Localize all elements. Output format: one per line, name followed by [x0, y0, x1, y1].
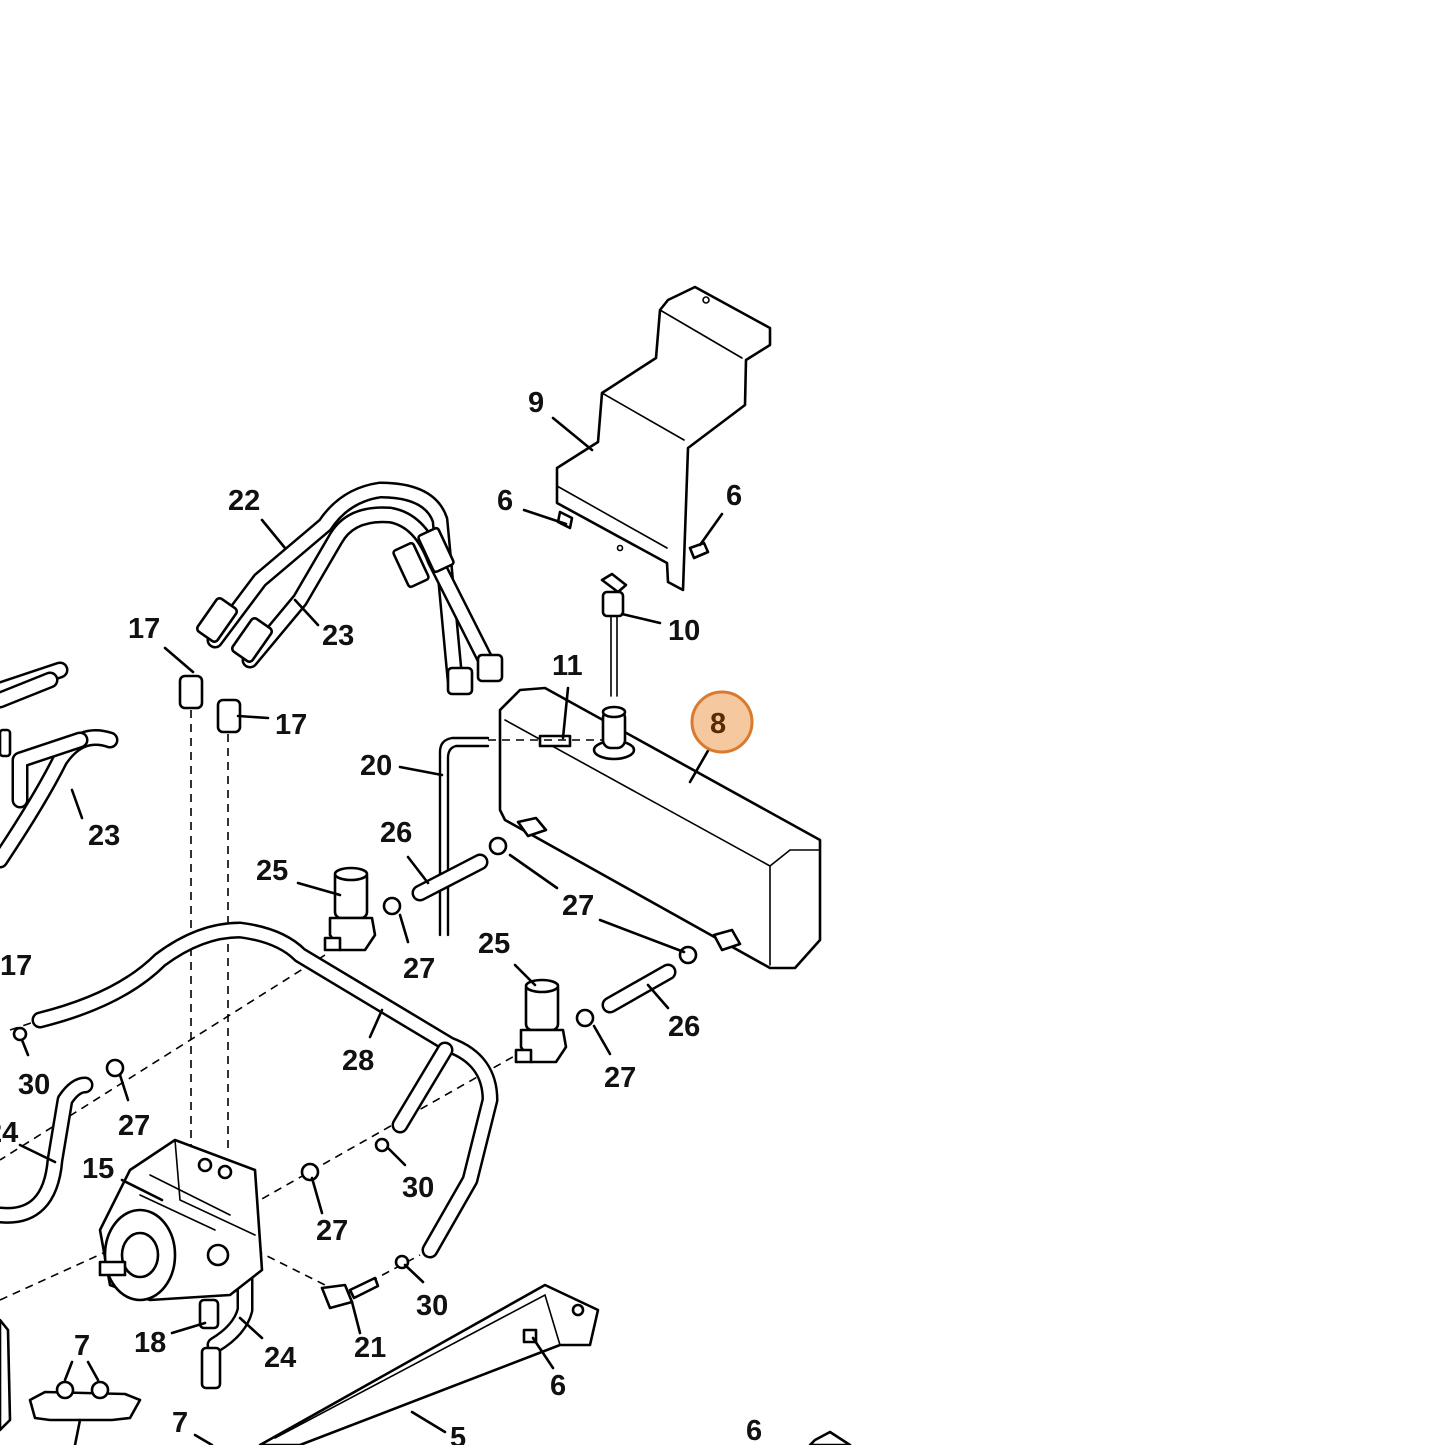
tube-part-26-lower	[601, 963, 677, 1014]
tube-part-26-upper	[411, 853, 489, 902]
left-edge-partials	[0, 671, 59, 1432]
callout-23[interactable]: 23	[88, 820, 120, 852]
callout-27[interactable]: 27	[562, 890, 594, 922]
filter-part-25-lower	[514, 978, 568, 1064]
tube-part-20	[438, 736, 490, 937]
hose-fittings-upper	[195, 526, 504, 696]
callout-28[interactable]: 28	[342, 1045, 374, 1077]
filter-part-25-upper	[323, 866, 377, 952]
callout-7[interactable]: 7	[172, 1407, 188, 1439]
callout-27[interactable]: 27	[118, 1110, 150, 1142]
fitting-part-17-left	[178, 674, 204, 710]
callout-27[interactable]: 27	[604, 1062, 636, 1094]
bolt-part-6-left	[556, 510, 574, 530]
callout-9[interactable]: 9	[528, 387, 544, 419]
callout-6[interactable]: 6	[746, 1415, 762, 1445]
fitting-part-18	[198, 1298, 222, 1390]
callout-30[interactable]: 30	[402, 1172, 434, 1204]
callout-30[interactable]: 30	[416, 1290, 448, 1322]
callout-6[interactable]: 6	[550, 1370, 566, 1402]
callout-8[interactable]: 8	[710, 708, 726, 740]
callout-24[interactable]: 24	[0, 1117, 18, 1149]
callout-17[interactable]: 17	[275, 709, 307, 741]
callout-30[interactable]: 30	[18, 1069, 50, 1101]
callout-26[interactable]: 26	[380, 817, 412, 849]
callout-7[interactable]: 7	[74, 1330, 90, 1362]
callout-25[interactable]: 25	[256, 855, 288, 887]
highlight-circle	[690, 690, 754, 754]
callout-25[interactable]: 25	[478, 928, 510, 960]
callout-6[interactable]: 6	[497, 485, 513, 517]
callout-26[interactable]: 26	[668, 1011, 700, 1043]
hose-part-22	[206, 481, 464, 689]
clamps-27-30	[12, 836, 698, 1270]
callout-27[interactable]: 27	[403, 953, 435, 985]
tank-part-8	[498, 686, 822, 970]
callout-labels: 9 6 6 22 23 17 17 10 11 8 20 23 26 25 27…	[0, 387, 762, 1445]
callout-6[interactable]: 6	[726, 480, 742, 512]
callout-15[interactable]: 15	[82, 1153, 114, 1185]
hose-part-24	[0, 1076, 254, 1354]
hose-part-28	[31, 921, 499, 1259]
frame-part-5	[258, 1283, 852, 1445]
pump-part-15	[98, 1138, 264, 1302]
callout-23[interactable]: 23	[322, 620, 354, 652]
callout-22[interactable]: 22	[228, 485, 260, 517]
callout-5[interactable]: 5	[450, 1422, 466, 1445]
callout-10[interactable]: 10	[668, 615, 700, 647]
callout-11[interactable]: 11	[552, 650, 583, 682]
callout-24[interactable]: 24	[264, 1342, 296, 1374]
callout-20[interactable]: 20	[360, 750, 392, 782]
callout-27[interactable]: 27	[316, 1215, 348, 1247]
leader-lines	[18, 416, 724, 1445]
fitting-part-21	[320, 1276, 380, 1310]
dipstick-part-10	[600, 572, 628, 697]
callout-18[interactable]: 18	[134, 1327, 166, 1359]
callout-21[interactable]: 21	[354, 1332, 386, 1364]
bracket-part-7	[28, 1380, 142, 1422]
bracket-part-9	[555, 285, 772, 592]
callout-17[interactable]: 17	[0, 950, 32, 982]
callout-17[interactable]: 17	[128, 613, 160, 645]
